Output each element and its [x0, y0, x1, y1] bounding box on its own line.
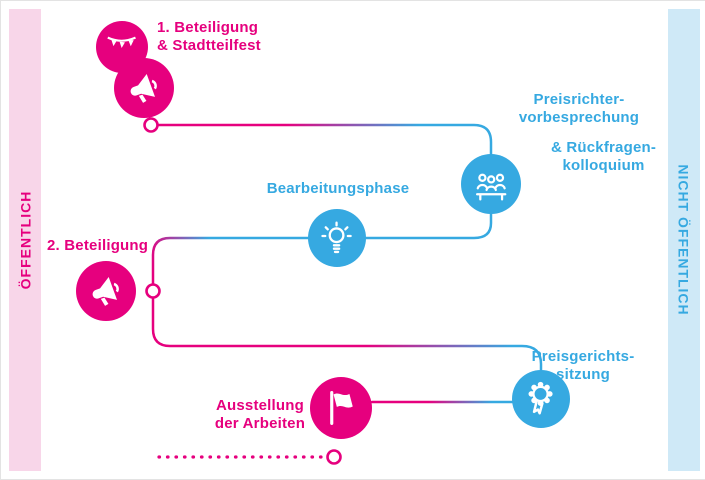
- step1-label-line2: & Stadtteilfest: [157, 37, 261, 54]
- jury-label-bottom: & Rückfragen- kolloquium: [541, 139, 666, 175]
- megaphone-icon: [130, 73, 157, 103]
- connector-step2-to-court: [151, 296, 543, 374]
- jury-label-line3: & Rückfragen-: [550, 139, 657, 156]
- exhibit-label-line1: Ausstellung: [215, 397, 305, 414]
- exhibit-label-line2: der Arbeiten: [214, 415, 306, 432]
- phase-label-line1: Bearbeitungsphase: [266, 180, 410, 197]
- jury-icon: [475, 173, 507, 201]
- exhibit-label: Ausstellung der Arbeiten: [197, 397, 323, 433]
- junction-ring-exhibit: [326, 449, 342, 465]
- non-public-band: NICHT ÖFFENTLICH: [668, 9, 700, 471]
- flag-icon: [330, 391, 353, 426]
- jury-label-line1: Preisrichter-: [533, 91, 625, 108]
- megaphone-icon: [92, 276, 119, 306]
- court-label: Preisgerichts- sitzung: [513, 348, 653, 384]
- lightbulb-icon: [321, 221, 353, 254]
- step2-node: [76, 261, 136, 321]
- step1-label-line1: 1. Beteiligung: [157, 19, 259, 36]
- connector-step1-to-jury: [156, 123, 493, 159]
- court-label-line2: sitzung: [556, 366, 610, 383]
- phase-node: [308, 209, 366, 267]
- court-label-line1: Preisgerichts-: [531, 348, 635, 365]
- step2-label-line1: 2. Beteiligung: [47, 237, 149, 254]
- step1-label: 1. Beteiligung & Stadtteilfest: [157, 19, 261, 55]
- bunting-icon: [107, 37, 137, 49]
- phase-label: Bearbeitungsphase: [248, 180, 428, 198]
- jury-node: [461, 154, 521, 214]
- step2-label: 2. Beteiligung: [47, 237, 148, 255]
- step1-megaphone-node: [114, 58, 174, 118]
- junction-ring-step2: [145, 283, 161, 299]
- court-node: [512, 370, 570, 428]
- junction-ring-step1: [143, 117, 159, 133]
- medal-icon: [528, 382, 554, 415]
- jury-label-line2: vorbesprechung: [518, 109, 640, 126]
- exhibit-node: [310, 377, 372, 439]
- jury-label-line4: kolloquium: [562, 157, 645, 174]
- jury-label-top: Preisrichter- vorbesprechung: [499, 91, 659, 127]
- public-band: ÖFFENTLICH: [9, 9, 41, 471]
